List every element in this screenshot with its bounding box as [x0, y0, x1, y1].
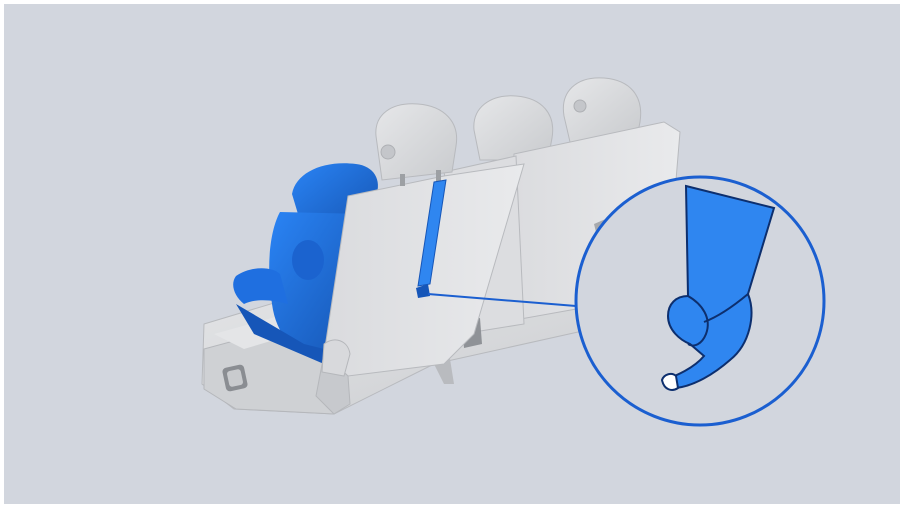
- callout-detail: [576, 177, 824, 425]
- illustration-canvas: [4, 4, 900, 504]
